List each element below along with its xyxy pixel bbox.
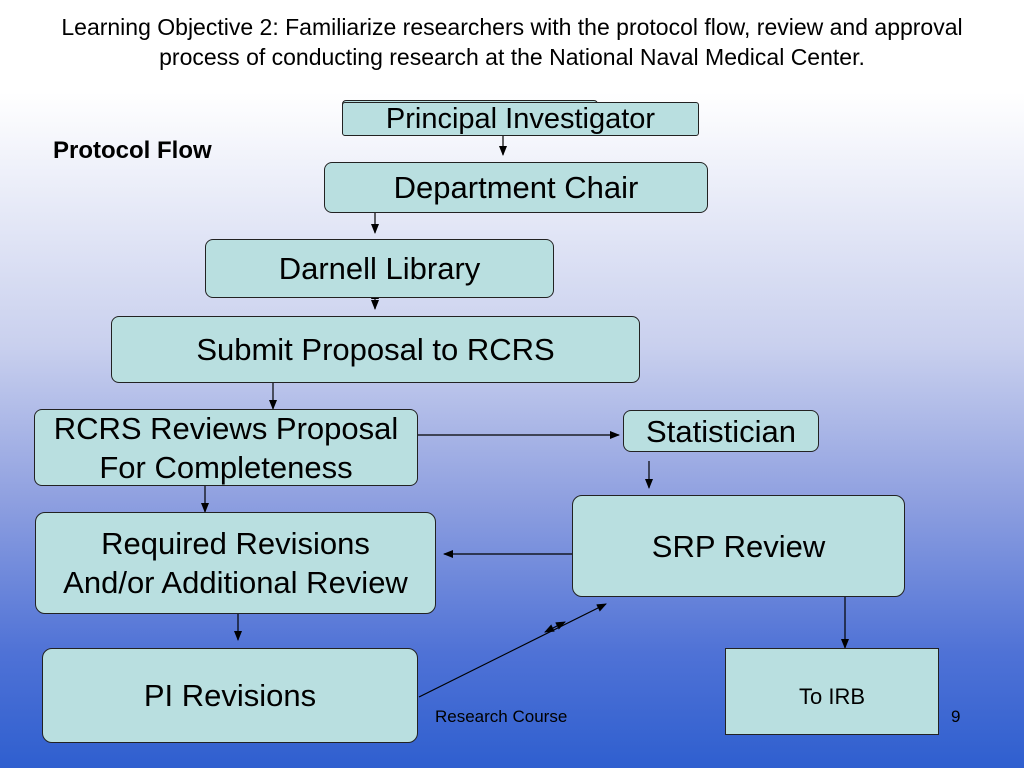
slide-title: Learning Objective 2: Familiarize resear…: [61, 14, 963, 70]
node-principal-investigator: Principal Investigator: [342, 102, 699, 136]
arrow-pi-revisions-to-srp: [418, 603, 607, 698]
node-required-revisions-line2: And/or Additional Review: [63, 565, 408, 600]
node-statistician-label: Statistician: [646, 413, 796, 449]
node-rcrs-reviews-line2: For Completeness: [99, 449, 353, 485]
node-rcrs-reviews: RCRS Reviews Proposal For Completeness: [34, 409, 418, 486]
node-darnell-library: Darnell Library: [205, 239, 554, 298]
footer-page-number: 9: [951, 707, 961, 726]
node-rcrs-reviews-line1: RCRS Reviews Proposal: [53, 410, 399, 446]
node-statistician: Statistician: [623, 410, 819, 452]
footer-course-name: Research Course: [435, 707, 568, 726]
node-required-revisions: Required Revisions And/or Additional Rev…: [35, 512, 436, 614]
node-to-irb-label: To IRB: [798, 684, 866, 709]
protocol-flow-heading: Protocol Flow: [53, 137, 212, 164]
node-submit-proposal: Submit Proposal to RCRS: [111, 316, 640, 383]
node-principal-investigator-label: Principal Investigator: [385, 102, 656, 135]
node-pi-revisions-label: PI Revisions: [143, 678, 317, 713]
node-srp-review: SRP Review: [572, 495, 905, 597]
node-darnell-library-label: Darnell Library: [278, 251, 481, 286]
node-department-chair-label: Department Chair: [393, 170, 639, 205]
node-srp-review-label: SRP Review: [651, 528, 826, 564]
node-required-revisions-line1: Required Revisions: [101, 526, 370, 561]
node-submit-proposal-label: Submit Proposal to RCRS: [196, 332, 555, 367]
arrow-pi-revisions-mid-marker: [544, 621, 566, 633]
node-to-irb: To IRB: [725, 648, 939, 735]
node-department-chair: Department Chair: [324, 162, 708, 213]
node-pi-revisions: PI Revisions: [42, 648, 418, 743]
